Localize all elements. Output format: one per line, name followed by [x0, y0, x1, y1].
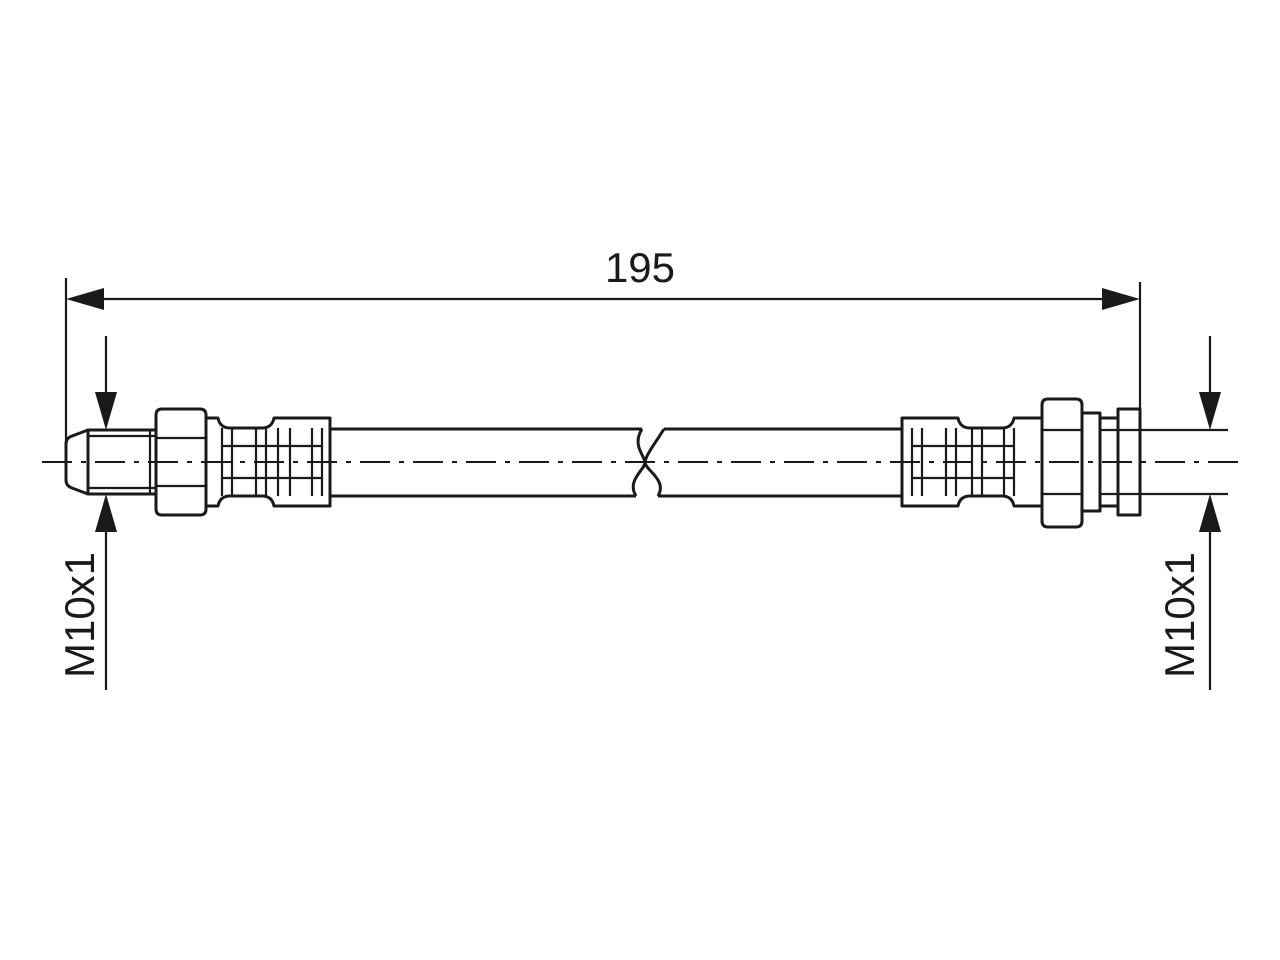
- left-crimp-sleeve: [204, 416, 332, 508]
- right-thread-label: M10x1: [1156, 552, 1203, 678]
- right-end-flange: [1116, 407, 1142, 517]
- left-thread-label: M10x1: [56, 552, 103, 678]
- right-female-fitting: [900, 397, 1142, 529]
- left-callout-arrow-down-icon: [95, 392, 117, 430]
- left-callout-arrow-up-icon: [95, 494, 117, 532]
- left-male-fitting: [64, 407, 332, 517]
- hose-body: [330, 427, 902, 498]
- dimension-arrow-left-icon: [66, 288, 104, 310]
- length-dimension: 195: [64, 244, 1142, 462]
- length-label: 195: [605, 244, 675, 291]
- left-thread-callout: M10x1: [56, 336, 117, 690]
- right-callout-arrow-down-icon: [1199, 392, 1221, 430]
- right-hex-nut: [1040, 397, 1084, 529]
- break-mark-right-icon: [643, 428, 666, 497]
- right-callout-arrow-up-icon: [1199, 494, 1221, 532]
- right-thread-callout: M10x1: [1140, 336, 1228, 690]
- left-hex-nut: [154, 407, 208, 517]
- left-thread-tip: [64, 428, 89, 496]
- dimension-arrow-right-icon: [1102, 288, 1140, 310]
